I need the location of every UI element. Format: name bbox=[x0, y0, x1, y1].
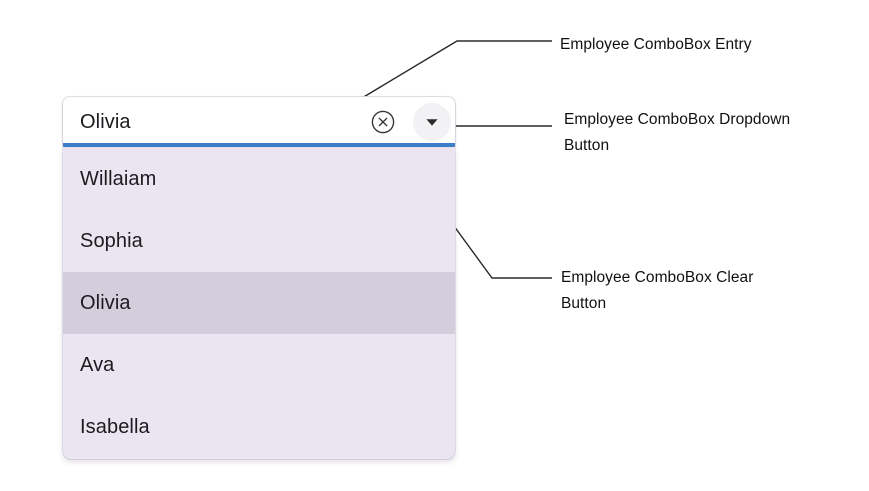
dropdown-item[interactable]: Sophia bbox=[80, 230, 143, 252]
employee-combobox[interactable]: Olivia Willaiam Sophia Olivia bbox=[63, 97, 455, 459]
dropdown-item[interactable]: Isabella bbox=[80, 416, 150, 438]
annotation-label-combobox-entry: Employee ComboBox Entry bbox=[560, 36, 752, 53]
annotation-label-clear-button: Employee ComboBox Clear Button bbox=[561, 269, 754, 312]
dropdown-item[interactable]: Willaiam bbox=[80, 168, 157, 190]
combobox-clear-button[interactable] bbox=[369, 108, 397, 136]
combobox-dropdown-button[interactable] bbox=[413, 103, 451, 141]
combobox-dropdown-list[interactable]: Willaiam Sophia Olivia Ava Isabella bbox=[63, 148, 455, 459]
triangle-down-icon bbox=[426, 119, 438, 126]
combobox-entry-value: Olivia bbox=[80, 111, 131, 133]
combobox-entry-field[interactable]: Olivia bbox=[63, 97, 455, 147]
annotation-label-dropdown-button: Employee ComboBox Dropdown Button bbox=[564, 111, 791, 154]
dropdown-item[interactable]: Ava bbox=[80, 354, 115, 376]
dropdown-item-selected[interactable]: Olivia bbox=[63, 272, 455, 334]
circle-x-icon bbox=[371, 110, 395, 134]
combobox-focus-underline bbox=[63, 143, 455, 147]
